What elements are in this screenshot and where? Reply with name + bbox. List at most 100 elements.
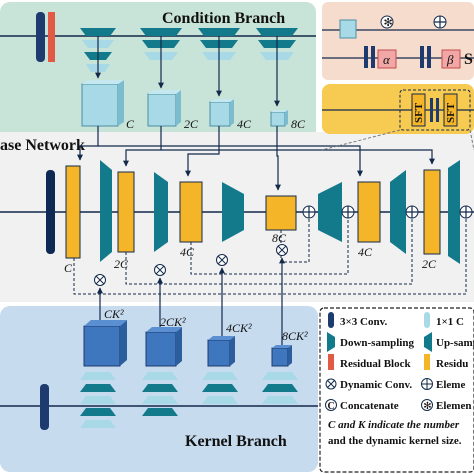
condition-conv3-block bbox=[36, 12, 45, 62]
legend-conv1-label: 1×1 C bbox=[436, 316, 464, 328]
legend-elem-mult-icon: ✻ bbox=[421, 399, 433, 412]
sft-dashed-group bbox=[399, 89, 471, 131]
svg-text:✻: ✻ bbox=[384, 17, 393, 29]
base-res-2c-left bbox=[117, 171, 135, 253]
condition-label-4c: 4C bbox=[237, 117, 252, 131]
legend-box bbox=[319, 307, 474, 473]
legend-elem-label: Eleme bbox=[436, 379, 465, 391]
condition-cube-4c bbox=[209, 99, 234, 127]
svg-text:✻: ✻ bbox=[423, 401, 431, 412]
base-res-4c-left bbox=[179, 181, 203, 243]
cond-link-3 bbox=[185, 126, 220, 177]
sft-bar-3 bbox=[420, 46, 424, 68]
legend-note-line2: and the dynamic kernel size. bbox=[328, 435, 462, 447]
svg-text:C: C bbox=[328, 401, 335, 412]
kernel-downsample-stacks bbox=[80, 372, 298, 428]
legend-elem-add-icon bbox=[421, 378, 433, 390]
kernel-label-2ck2: 2CK² bbox=[160, 315, 186, 329]
dynamic-conv-node-4 bbox=[276, 244, 288, 256]
base-label-2c-left: 2C bbox=[114, 257, 129, 271]
sft-multiply-icon bbox=[380, 15, 394, 29]
sft-block-1-label: SFT bbox=[413, 102, 425, 123]
cond-link-4 bbox=[275, 126, 281, 191]
kernel-stack-3 bbox=[202, 372, 238, 404]
legend: 3×3 Conv. 1×1 C Down-sampling Up-samp Re… bbox=[325, 312, 474, 447]
sft-bar-5 bbox=[430, 98, 433, 122]
legend-up-label: Up-samp bbox=[436, 337, 474, 349]
base-label-2c-right: 2C bbox=[422, 257, 437, 271]
kernel-cube-ck2 bbox=[83, 320, 127, 367]
condition-cube-c bbox=[81, 80, 124, 127]
sft-block-2-label: SFT bbox=[445, 102, 457, 123]
condition-label-2c: 2C bbox=[184, 117, 199, 131]
condition-label-c: C bbox=[126, 117, 135, 131]
condition-downsample-stacks bbox=[80, 28, 298, 72]
kernel-stack-4 bbox=[262, 372, 298, 404]
legend-conv1-icon bbox=[424, 312, 430, 328]
base-up-3 bbox=[448, 160, 460, 264]
dynamic-conv-node-3 bbox=[216, 254, 228, 266]
legend-note-line1: C and K indicate the number bbox=[328, 419, 460, 431]
condition-branch-panel bbox=[0, 2, 316, 152]
base-down-1 bbox=[100, 160, 112, 262]
base-res-4c-right bbox=[357, 181, 381, 243]
skip-3 bbox=[190, 218, 349, 275]
kernel-cube-4ck2 bbox=[207, 336, 235, 367]
legend-resid-icon bbox=[424, 354, 430, 370]
base-down-2 bbox=[154, 172, 168, 252]
base-up-2 bbox=[390, 170, 406, 254]
legend-resblock-label: Residual Block bbox=[340, 358, 411, 370]
base-network-title: ase Network bbox=[0, 137, 85, 154]
skip-1 bbox=[73, 218, 467, 295]
kernel-stack-1 bbox=[80, 372, 116, 428]
legend-down-label: Down-sampling bbox=[340, 337, 414, 349]
sft-block-1 bbox=[411, 93, 426, 127]
legend-conv3-icon bbox=[328, 312, 334, 328]
sft-cut-title: S bbox=[464, 51, 473, 68]
legend-concat-icon: C bbox=[325, 399, 337, 412]
sft-bar-1 bbox=[364, 46, 368, 68]
base-label-4c-left: 4C bbox=[180, 245, 195, 259]
cond-link-1 bbox=[77, 126, 99, 161]
sft-beta-box bbox=[441, 49, 461, 69]
base-label-4c-right: 4C bbox=[358, 245, 373, 259]
base-up-1 bbox=[318, 182, 342, 242]
kernel-conv3-block bbox=[40, 384, 49, 430]
base-down-3 bbox=[222, 182, 244, 242]
kernel-label-8ck2: 8CK² bbox=[282, 329, 308, 343]
kernel-cube-8ck2 bbox=[271, 345, 292, 367]
sft-alpha-label: α bbox=[383, 52, 391, 67]
legend-conv3-label: 3×3 Conv. bbox=[340, 316, 387, 328]
dynamic-conv-node-1 bbox=[94, 274, 106, 286]
base-res-2c-right bbox=[423, 169, 441, 255]
kernel-label-4ck2: 4CK² bbox=[226, 321, 252, 335]
condition-label-8c: 8C bbox=[291, 117, 306, 131]
legend-dynconv-label: Dynamic Conv. bbox=[340, 379, 412, 391]
kernel-cube-2ck2 bbox=[145, 327, 182, 367]
sft-bar-6 bbox=[436, 98, 439, 122]
legend-concat-label: Concatenate bbox=[340, 400, 399, 412]
legend-resblock-icon bbox=[328, 354, 334, 370]
base-input-conv bbox=[46, 170, 55, 254]
dynamic-conv-node-2 bbox=[154, 264, 166, 276]
base-label-c: C bbox=[64, 261, 73, 275]
condition-branch-title: Condition Branch bbox=[162, 10, 285, 27]
sft-input-cube bbox=[339, 19, 357, 39]
sft-block-2 bbox=[443, 93, 458, 127]
legend-element2-label: Elemen bbox=[436, 400, 471, 412]
cond-link-right-1 bbox=[98, 145, 363, 177]
cond-link-2 bbox=[123, 126, 162, 167]
legend-up-icon bbox=[424, 332, 432, 352]
sft-beta-label: β bbox=[446, 52, 454, 67]
condition-res-block bbox=[48, 12, 55, 62]
condition-cube-2c bbox=[147, 90, 181, 127]
kernel-label-ck2: CK² bbox=[104, 307, 124, 321]
legend-dynconv-icon bbox=[325, 378, 337, 390]
cond-link-right-2 bbox=[161, 149, 435, 165]
sft-bar-2 bbox=[371, 46, 375, 68]
legend-down-icon bbox=[327, 332, 335, 352]
skip-2 bbox=[125, 218, 413, 285]
base-res-c bbox=[65, 165, 81, 259]
